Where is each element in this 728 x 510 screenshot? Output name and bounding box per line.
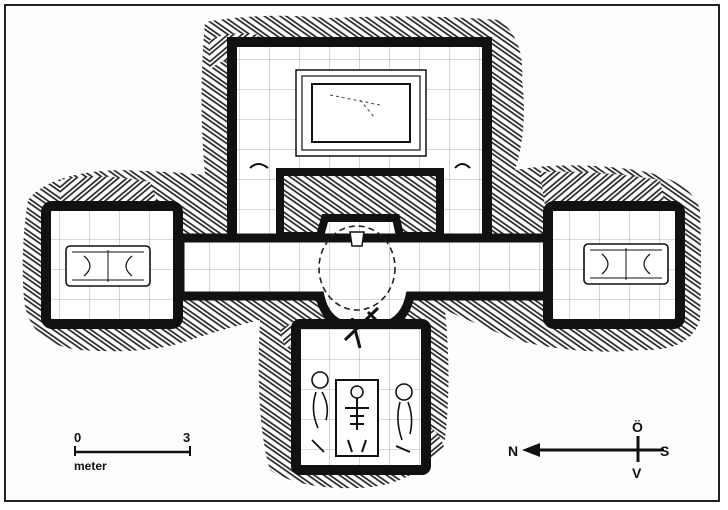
compass-west: V: [632, 465, 642, 481]
skeleton-icon: [311, 371, 413, 457]
sarcophagus-icon: [295, 69, 427, 157]
arrow-left-icon: [522, 443, 540, 457]
scale-end-label: 3: [183, 430, 190, 445]
scale-unit-label: meter: [74, 459, 107, 473]
coffin-icon: [65, 245, 151, 287]
pit-icon: [318, 225, 396, 311]
compass-south: S: [660, 443, 669, 459]
compass-rose: N Ö S V: [508, 419, 669, 481]
compass-north: N: [508, 443, 518, 459]
sword-icon: [343, 306, 380, 349]
compass-east: Ö: [632, 419, 643, 435]
coffin-icon: [583, 243, 669, 285]
scale-bar: 0 3 meter: [74, 430, 191, 473]
scale-start-label: 0: [74, 430, 81, 445]
